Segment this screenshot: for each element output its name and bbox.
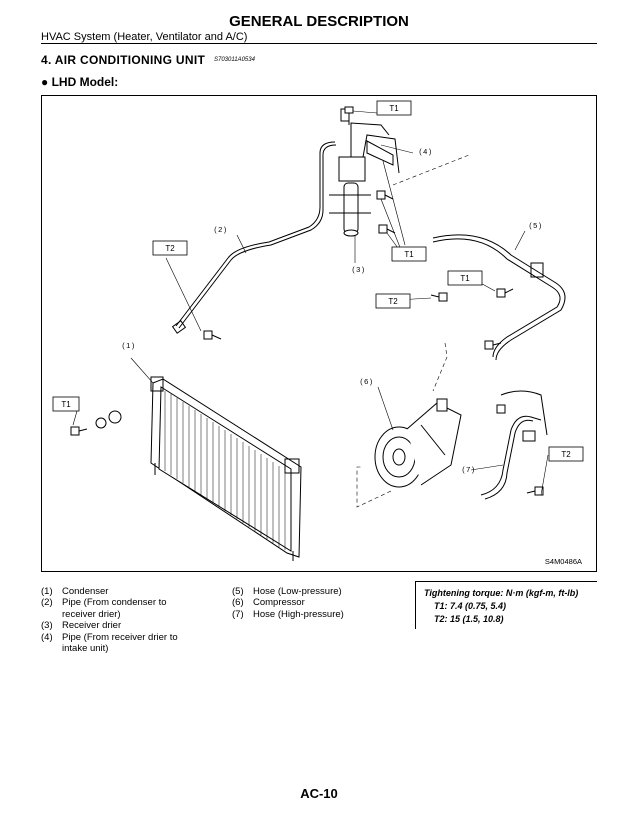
page-title: GENERAL DESCRIPTION [229, 13, 409, 30]
legend-text: Hose (Low-pressure) [253, 586, 342, 597]
section-title: 4. AIR CONDITIONING UNIT [41, 53, 206, 67]
legend-num: (4) [41, 631, 53, 643]
pipe-drier-to-intake [340, 108, 400, 174]
legend-text: Hose (High-pressure) [253, 608, 344, 620]
dashed-guide-lines [356, 154, 470, 508]
callout-5: (5) [529, 221, 543, 230]
legend-num: (3) [41, 620, 53, 632]
torque-tag-t2-b: T2 [165, 244, 175, 253]
torque-t1: T1: 7.4 (0.75, 5.4) [434, 601, 507, 611]
legend-item-6: (6) Compressor [232, 597, 382, 608]
legend-item-5: (5) Hose (Low-pressure) [232, 586, 382, 597]
legend-num: (2) [41, 597, 53, 609]
legend-num: (1) [41, 586, 53, 597]
compressor-drawing [374, 398, 462, 488]
callout-4: (4) [419, 147, 433, 156]
callout-3: (3) [352, 265, 366, 274]
hose-low-pressure [432, 234, 566, 361]
legend-item-3: (3) Receiver drier [41, 620, 201, 631]
page-number: AC-10 [300, 786, 338, 801]
legend-left: (1) Condenser (2) Pipe (From condenser t… [41, 586, 201, 654]
header-divider [41, 43, 597, 44]
section-code: S703011A0534 [214, 57, 255, 63]
torque-tag-boxes [52, 100, 584, 462]
leader-lines [72, 110, 549, 496]
callout-1: (1) [122, 341, 136, 350]
receiver-drier-drawing [329, 156, 371, 237]
torque-tag-t2-a: T2 [388, 297, 398, 306]
figure-code: S4M0486A [545, 557, 582, 566]
condenser-drawing [150, 376, 302, 561]
torque-t2: T2: 15 (1.5, 10.8) [434, 614, 504, 624]
figure-border [41, 95, 597, 572]
ac-unit-diagram: T1 T1 T1 T1 T2 T2 T2 (1) (2) (3) (4) (5)… [41, 95, 597, 572]
model-heading: ● LHD Model: [41, 75, 119, 89]
torque-tag-t1-c: T1 [460, 274, 470, 283]
torque-tag-t1-a: T1 [389, 104, 399, 113]
legend-num: (7) [232, 608, 244, 620]
legend-text: Receiver drier [62, 620, 122, 632]
callout-6: (6) [360, 377, 374, 386]
legend-item-7: (7) Hose (High-pressure) [232, 609, 382, 620]
legend-num: (6) [232, 597, 244, 609]
torque-tag-t1-d: T1 [61, 400, 71, 409]
legend-num: (5) [232, 586, 244, 597]
legend-middle: (5) Hose (Low-pressure) (6) Compressor (… [232, 586, 382, 620]
legend-item-1: (1) Condenser [41, 586, 201, 597]
torque-tag-t1-b: T1 [404, 250, 414, 259]
pipe-condenser-to-drier [171, 141, 337, 334]
callout-7: (7) [462, 465, 476, 474]
tightening-torque-box: Tightening torque: N·m (kgf-m, ft-lb) T1… [415, 581, 597, 629]
torque-heading: Tightening torque: N·m (kgf-m, ft-lb) [424, 588, 579, 598]
torque-tag-t2-c: T2 [561, 450, 571, 459]
callout-2: (2) [214, 225, 228, 234]
legend-text: Condenser [62, 586, 109, 597]
hose-high-pressure [480, 390, 548, 500]
bolts [70, 106, 544, 496]
page-subtitle: HVAC System (Heater, Ventilator and A/C) [41, 31, 248, 43]
legend-text: Compressor [253, 597, 305, 609]
